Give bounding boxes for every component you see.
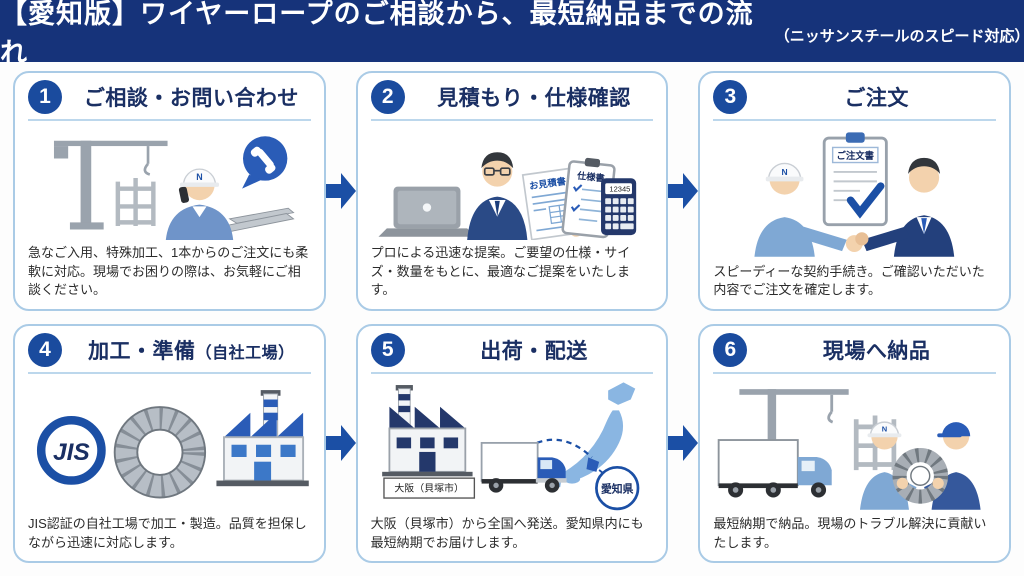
step-6-number-badge: 6 [713, 332, 748, 367]
factory-icon [381, 384, 473, 476]
step-card-3: 3 ご注文 ご注文書 [698, 71, 1011, 311]
step-6-title: 現場へ納品 [822, 339, 931, 363]
page-header: 【愛知版】ワイヤーロープのご相談から、最短納品までの流れ （ニッサンスチールのス… [0, 0, 1024, 68]
arrow-4-5 [325, 324, 356, 564]
flow-arrow-icon [668, 425, 699, 462]
laptop-icon [378, 186, 476, 237]
step-2-number: 2 [381, 85, 394, 108]
factory-processing-illustration: JIS [36, 389, 309, 498]
step-3-header: 3 ご注文 [713, 80, 996, 121]
crane-icon [739, 388, 850, 461]
step-6-header: 6 現場へ納品 [713, 332, 996, 374]
handshake-illustration: ご注文書 N [754, 132, 955, 257]
order-doc-label: ご注文書 [837, 150, 875, 161]
flow-arrow-icon [325, 172, 356, 209]
step-5-number-badge: 5 [370, 332, 405, 367]
step-5-title: 出荷・配送 [480, 339, 588, 363]
step-1-number-badge: 1 [28, 80, 62, 114]
calculator-display: 12345 [609, 185, 630, 194]
step-1-header: 1 ご相談・お問い合わせ [28, 80, 311, 121]
destination-badge: 愛知県 [594, 465, 639, 510]
estimate-illustration: お見積書 仕様書 [378, 152, 636, 241]
consultation-illustration: N [53, 136, 295, 241]
calculator-icon: 12345 [600, 178, 636, 236]
step-6-number: 6 [724, 337, 737, 361]
step-4-illustration: JIS [28, 374, 311, 514]
step-6-illustration: N [713, 374, 996, 514]
delivery-truck-icon [718, 438, 833, 498]
jis-logo-label: JIS [53, 438, 90, 465]
site-worker-figure: N [754, 162, 848, 257]
factory-icon [216, 389, 309, 486]
step-4-number-badge: 4 [28, 332, 62, 367]
step-card-5: 5 出荷・配送 [355, 323, 669, 563]
step-5-number: 5 [381, 337, 394, 361]
flow-arrow-icon [668, 172, 699, 209]
delivery-truck-icon [480, 441, 567, 493]
helmet-logo-label: N [782, 167, 788, 177]
page-subtitle: （ニッサンスチールのスピード対応） [774, 27, 1024, 45]
step-5-description: 大阪（貝塚市）から全国へ発送。愛知県内にも最短納期でお届けします。 [370, 516, 644, 550]
step-5-header: 5 出荷・配送 [370, 332, 654, 374]
check-icon [847, 182, 885, 219]
step-2-title: 見積もり・仕様確認 [437, 87, 631, 110]
arrow-2-3 [668, 71, 699, 311]
step-3-title: ご注文 [844, 87, 909, 110]
step-2-illustration: お見積書 仕様書 [371, 121, 654, 242]
step-card-1: 1 ご相談・お問い合わせ [13, 71, 326, 311]
step-card-6: 6 現場へ納品 [698, 323, 1011, 563]
estimate-doc-label: お見積書 [528, 175, 566, 191]
wire-rope-coil-icon [113, 405, 207, 498]
destination-label: 愛知県 [601, 481, 634, 495]
step-4-title: 加工・準備（自社工場） [72, 335, 311, 365]
step-4-title-suffix: （自社工場） [195, 344, 295, 362]
steel-beams-icon [223, 207, 295, 232]
step-3-description: スピーディーな契約手続き。ご確認いただいた内容でご注文を確定します。 [713, 263, 985, 298]
businessman-figure [862, 157, 955, 257]
step-4-number: 4 [39, 337, 51, 361]
step-6-description: 最短納期で納品。現場のトラブル解決に貢献いたします。 [713, 516, 987, 550]
step-1-title: ご相談・お問い合わせ [83, 87, 299, 110]
building-frame-icon [115, 178, 156, 226]
worker-on-phone: N [165, 168, 234, 241]
page-title: 【愛知版】ワイヤーロープのご相談から、最短納品までの流れ [0, 0, 754, 68]
order-clipboard: ご注文書 [823, 132, 889, 227]
step-1-number: 1 [39, 85, 51, 108]
step-2-number-badge: 2 [370, 80, 405, 114]
helmet-logo-label: N [196, 172, 202, 182]
wire-rope-coil-icon [892, 447, 949, 504]
origin-label-box: 大阪（貝塚市） [382, 476, 475, 499]
arrow-1-2 [325, 71, 356, 311]
step-5-illustration: 大阪（貝塚市） 愛知県 [371, 374, 654, 514]
site-delivery-illustration: N [718, 388, 981, 510]
step-3-number-badge: 3 [713, 80, 748, 114]
handshake-hands [846, 232, 869, 253]
flow-arrow-icon [325, 425, 356, 462]
step-2-header: 2 見積もり・仕様確認 [370, 80, 654, 121]
steps-grid: 1 ご相談・お問い合わせ [0, 62, 1024, 576]
spec-doc-label: 仕様書 [575, 170, 605, 184]
step-4-header: 4 加工・準備（自社工場） [28, 332, 311, 374]
step-card-2: 2 見積もり・仕様確認 [355, 71, 669, 311]
phone-bubble-icon [242, 136, 288, 189]
step-1-description: 急なご入用、特殊加工、1本からのご注文にも柔軟に対応。現場でお困りの際は、お気軽… [28, 245, 309, 298]
arrow-5-6 [668, 324, 699, 564]
step-3-number: 3 [724, 85, 737, 108]
helmet-logo-label: N [882, 424, 887, 433]
step-3-illustration: ご注文書 N [713, 121, 996, 261]
jis-mark-icon: JIS [36, 415, 106, 485]
origin-label: 大阪（貝塚市） [394, 481, 464, 494]
step-4-title-main: 加工・準備 [88, 339, 196, 363]
step-card-4: 4 加工・準備（自社工場） JIS [13, 323, 326, 563]
crane-icon [53, 140, 168, 230]
salesman-figure [466, 152, 528, 241]
shipping-illustration: 大阪（貝塚市） 愛知県 [381, 381, 639, 510]
step-1-illustration: N [28, 121, 311, 242]
step-4-description: JIS認証の自社工場で加工・製造。品質を担保しながら迅速に対応します。 [28, 516, 307, 550]
step-2-description: プロによる迅速な提案。ご要望の仕様・サイズ・数量をもとに、最適なご提案をいたしま… [370, 245, 631, 298]
aichi-highlight [586, 456, 599, 472]
